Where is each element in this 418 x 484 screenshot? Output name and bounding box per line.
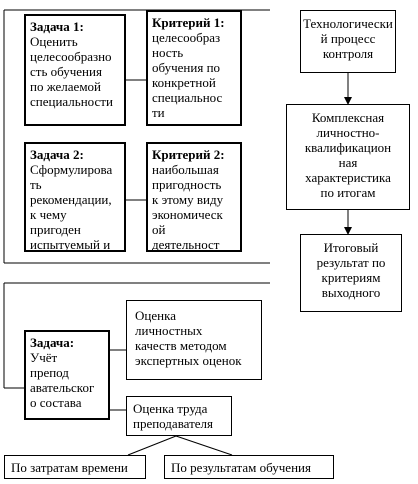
criterion2-box: Критерий 2: наибольшая пригодность к это… [146, 142, 242, 252]
result-line: Итоговый [323, 240, 379, 255]
task-line: препод [30, 365, 69, 380]
characteristic-line: характеристика [305, 170, 391, 185]
criterion1-line: специальнос [152, 90, 223, 105]
criterion2-title: Критерий 2: [152, 147, 225, 162]
task-line: авательског [30, 380, 95, 395]
learning-results-box: По результатам обучения [164, 455, 334, 479]
characteristic-line: Комплексная [311, 110, 385, 125]
result-line: критериям [321, 270, 381, 285]
criterion2-line: деятельност [152, 237, 220, 252]
task2-line: пригоден [30, 222, 81, 237]
work-eval-line: Оценка труда [133, 401, 208, 416]
task-line: о состава [30, 395, 82, 410]
personal-eval-line: экспертных оценок [135, 353, 242, 368]
task1-line: Оценить [30, 34, 78, 49]
result-line: выходного [321, 285, 381, 300]
criterion1-title: Критерий 1: [152, 15, 225, 30]
time-costs-box: По затратам времени [4, 455, 146, 479]
criterion2-line: ой [152, 222, 166, 237]
characteristic-line: по итогам [320, 185, 376, 200]
process-box: Технологически й процесс контроля [300, 10, 396, 73]
criterion1-line: обучения по [152, 60, 221, 75]
criterion1-line: ти [152, 105, 165, 120]
process-line: контроля [322, 46, 374, 61]
task2-title: Задача 2: [30, 147, 84, 162]
characteristic-line: ная [338, 155, 358, 170]
task1-line: по желаемой [30, 79, 101, 94]
task1-line: специальности [30, 94, 113, 109]
work-eval-box: Оценка труда преподавателя [126, 396, 232, 436]
time-costs-label: По затратам времени [11, 460, 128, 475]
task2-box: Задача 2: Сформулирова ть рекомендации, … [24, 142, 126, 252]
task1-line: целесообразно [30, 49, 112, 64]
criterion1-line: конкретной [152, 75, 216, 90]
personal-eval-line: личностных [135, 323, 203, 338]
work-eval-line: преподавателя [133, 416, 214, 431]
criterion1-line: ность [152, 45, 184, 60]
task2-line: к чему [30, 207, 67, 222]
personal-eval-line: качеств методом [135, 338, 227, 353]
personal-eval-line: Оценка [135, 308, 176, 323]
task-title: Задача: [30, 335, 75, 350]
result-line: результат по [316, 255, 386, 270]
process-line: Технологически [303, 16, 393, 31]
task2-line: рекомендации, [30, 192, 112, 207]
learning-results-label: По результатам обучения [171, 460, 311, 475]
criterion1-box: Критерий 1: целесообраз ность обучения п… [146, 10, 242, 126]
task1-title: Задача 1: [30, 19, 84, 34]
criterion2-line: пригодность [152, 177, 222, 192]
characteristic-box: Комплексная личностно- квалификацион ная… [286, 104, 410, 210]
task-box: Задача: Учёт препод авательског о состав… [24, 330, 110, 420]
personal-eval-box: Оценка личностных качеств методом экспер… [126, 300, 262, 380]
task2-line: Сформулирова [30, 162, 113, 177]
task-line: Учёт [30, 350, 58, 365]
characteristic-line: квалификацион [304, 140, 392, 155]
characteristic-line: личностно- [316, 125, 380, 140]
result-box: Итоговый результат по критериям выходног… [300, 234, 402, 312]
task2-line: ть [30, 177, 42, 192]
criterion2-line: к этому виду [152, 192, 224, 207]
task1-line: сть обучения [30, 64, 102, 79]
criterion2-line: наибольшая [152, 162, 219, 177]
task2-line: испытуемый и [30, 237, 111, 252]
task1-box: Задача 1: Оценить целесообразно сть обуч… [24, 14, 126, 126]
criterion1-line: целесообраз [152, 30, 221, 45]
criterion2-line: экономическ [152, 207, 223, 222]
process-line: й процесс [320, 31, 376, 46]
